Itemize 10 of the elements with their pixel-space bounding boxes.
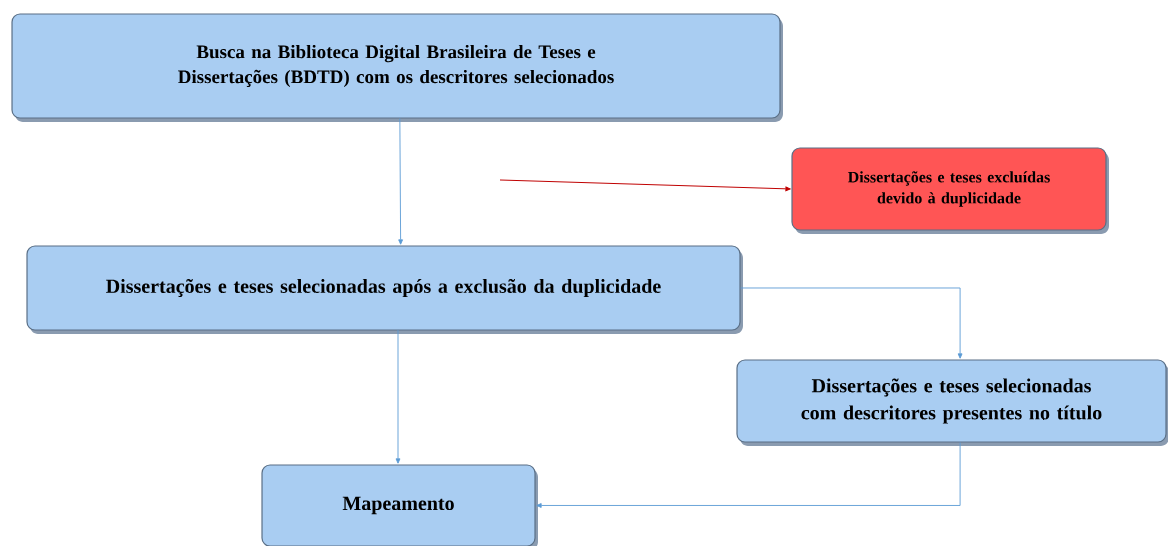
arrow bbox=[499, 179, 791, 192]
arrow bbox=[740, 287, 963, 359]
arrow bbox=[398, 118, 403, 245]
process-box: Dissertações e teses selecionadas com descritores presentes no título bbox=[736, 359, 1168, 446]
process-box: Busca na Biblioteca Digital Brasileira de Teses e Dissertações (BDTD) com os descritores selecionados bbox=[11, 13, 783, 122]
arrow bbox=[395, 329, 401, 464]
process-box: Dissertações e teses selecionadas após a exclusão da duplicidade bbox=[26, 245, 743, 334]
arrow bbox=[536, 442, 961, 508]
process-box: Mapeamento bbox=[261, 464, 538, 546]
process-box: Dissertações e teses excluídas devido à duplicidade bbox=[791, 147, 1109, 234]
